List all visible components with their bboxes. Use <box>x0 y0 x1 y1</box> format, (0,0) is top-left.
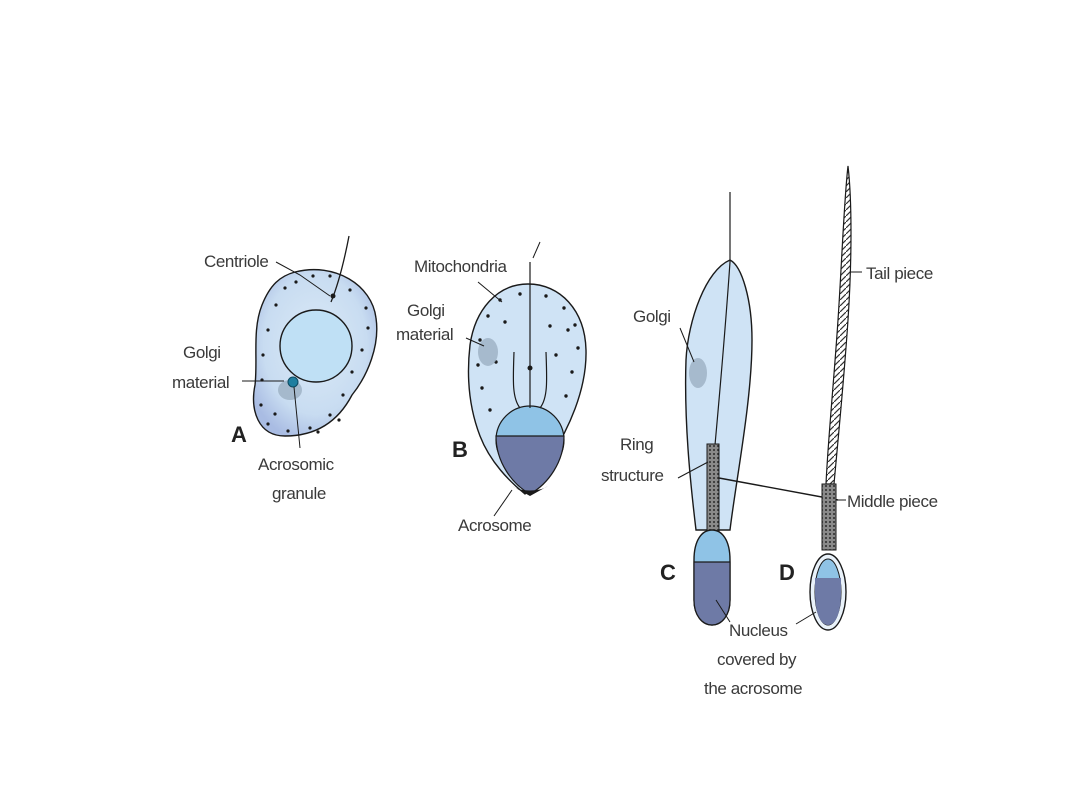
panel-letter-a: A <box>231 422 247 447</box>
label-nucleus-1: Nucleus <box>729 621 788 640</box>
label-golgi-b-2: material <box>396 325 453 344</box>
label-golgi-b-1: Golgi <box>407 301 445 320</box>
cell-c-body <box>684 259 753 531</box>
golgi-b <box>478 338 498 366</box>
cell-a-granules <box>259 274 370 434</box>
acrosome-b <box>495 435 565 495</box>
acrosome-d <box>815 578 841 625</box>
panel-letter-d: D <box>779 560 795 585</box>
nucleus-a <box>279 309 353 383</box>
centriole-a <box>330 293 336 299</box>
label-tail-piece: Tail piece <box>866 264 933 283</box>
middle-piece-d <box>821 483 837 551</box>
label-ring-2: structure <box>601 466 664 485</box>
ring-structure-c <box>706 443 720 535</box>
label-nucleus-3: the acrosome <box>704 679 802 698</box>
label-golgi-a-2: material <box>172 373 229 392</box>
label-mitochondria: Mitochondria <box>414 257 507 276</box>
label-golgi-a-1: Golgi <box>183 343 221 362</box>
panel-a: Centriole Golgi material Acrosomic granu… <box>172 235 378 503</box>
tail-piece-d <box>825 165 852 485</box>
acrosomic-granule <box>287 376 299 388</box>
label-golgi-c: Golgi <box>633 307 671 326</box>
label-acrosomic-2: granule <box>272 484 326 503</box>
label-middle-piece: Middle piece <box>847 492 938 511</box>
panel-b: Mitochondria Golgi material Acrosome B <box>396 241 587 535</box>
acrosome-c <box>693 561 731 626</box>
label-centriole: Centriole <box>204 252 268 271</box>
panel-d: Tail piece Middle piece Nucleus covered … <box>704 165 938 698</box>
label-acrosome: Acrosome <box>458 516 531 535</box>
panel-letter-c: C <box>660 560 676 585</box>
label-acrosomic-1: Acrosomic <box>258 455 335 474</box>
panel-letter-b: B <box>452 437 468 462</box>
label-ring-1: Ring <box>620 435 653 454</box>
label-nucleus-2: covered by <box>717 650 797 669</box>
golgi-c <box>689 358 707 388</box>
panel-c: Golgi Ring structure C <box>601 192 839 626</box>
